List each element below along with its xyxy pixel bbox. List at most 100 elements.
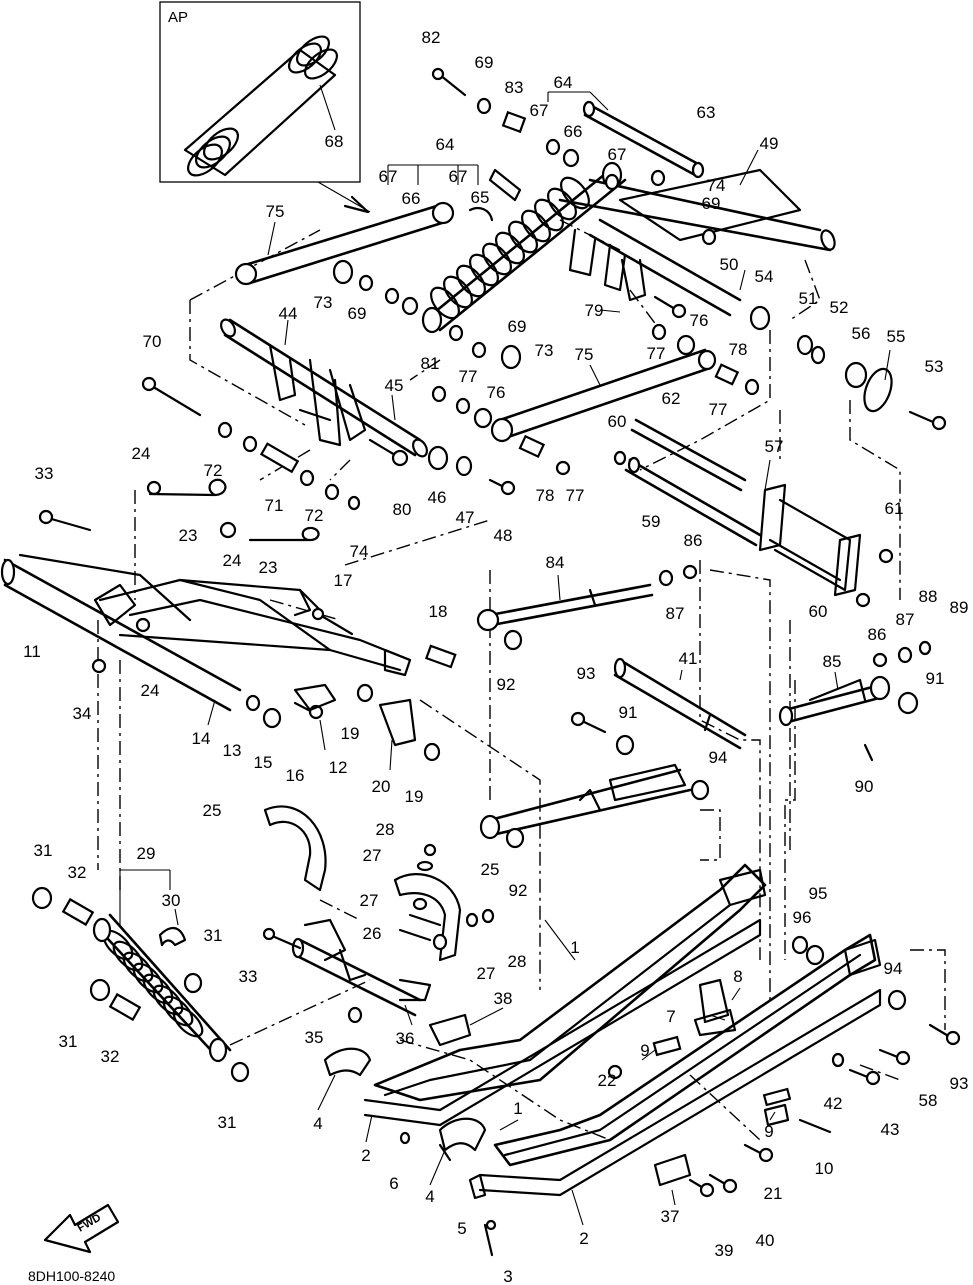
callout-2: 2 xyxy=(361,1146,370,1165)
callout-16: 16 xyxy=(286,766,305,785)
callout-42: 42 xyxy=(824,1094,843,1113)
callout-67: 67 xyxy=(608,145,627,164)
callout-87: 87 xyxy=(666,604,685,623)
callout-25: 25 xyxy=(481,860,500,879)
callout-80: 80 xyxy=(393,500,412,519)
callout-11: 11 xyxy=(23,642,41,661)
callout-56: 56 xyxy=(852,324,871,343)
callout-83: 83 xyxy=(505,78,524,97)
callout-38: 38 xyxy=(494,989,513,1008)
callout-43: 43 xyxy=(881,1120,900,1139)
callout-13: 13 xyxy=(223,741,242,760)
callout-28: 28 xyxy=(508,952,527,971)
callout-85: 85 xyxy=(823,652,842,671)
callout-93: 93 xyxy=(577,664,596,683)
callout-73: 73 xyxy=(314,293,333,312)
callout-1: 1 xyxy=(513,1099,522,1118)
stopper-straps-25 xyxy=(263,805,462,962)
slide-rails xyxy=(363,863,882,1197)
callout-6: 6 xyxy=(389,1174,398,1193)
callout-73: 73 xyxy=(535,341,554,360)
callout-57: 57 xyxy=(765,437,784,456)
callout-24: 24 xyxy=(132,444,151,463)
callout-53: 53 xyxy=(925,357,944,376)
bracket-57 xyxy=(758,483,862,597)
callout-8: 8 xyxy=(733,967,742,986)
shaft-41 xyxy=(613,657,747,750)
rear-upper-arm xyxy=(558,168,836,317)
callout-24: 24 xyxy=(223,551,242,570)
callout-82: 82 xyxy=(422,28,441,47)
callout-86: 86 xyxy=(684,531,703,550)
callout-69: 69 xyxy=(702,194,721,213)
link-75-middle xyxy=(490,348,717,443)
fwd-label: FWD xyxy=(76,1212,104,1235)
callout-69: 69 xyxy=(508,317,527,336)
callout-55: 55 xyxy=(887,327,906,346)
callout-9: 9 xyxy=(764,1122,773,1141)
callout-61: 61 xyxy=(885,499,904,518)
callout-19: 19 xyxy=(405,787,424,806)
callout-14: 14 xyxy=(192,729,211,748)
callout-10: 10 xyxy=(815,1159,834,1178)
callout-77: 77 xyxy=(566,486,585,505)
callout-21: 21 xyxy=(764,1184,783,1203)
callout-34: 34 xyxy=(73,704,92,723)
callout-24: 24 xyxy=(141,681,160,700)
callout-27: 27 xyxy=(360,891,379,910)
callout-22: 22 xyxy=(598,1071,617,1090)
drawing-code: 8DH100-8240 xyxy=(28,1268,115,1284)
callout-64: 64 xyxy=(436,135,455,154)
callout-69: 69 xyxy=(475,53,494,72)
callout-60: 60 xyxy=(809,602,828,621)
callout-72: 72 xyxy=(305,506,324,525)
callout-66: 66 xyxy=(564,122,583,141)
callout-27: 27 xyxy=(363,846,382,865)
callout-59: 59 xyxy=(642,512,661,531)
callout-2: 2 xyxy=(579,1229,588,1248)
callout-77: 77 xyxy=(647,344,666,363)
callout-67: 67 xyxy=(449,167,468,186)
callout-49: 49 xyxy=(760,134,779,153)
callout-17: 17 xyxy=(334,571,353,590)
callout-79: 79 xyxy=(585,301,604,320)
callout-67: 67 xyxy=(379,167,398,186)
callout-81: 81 xyxy=(421,354,440,373)
callout-65: 65 xyxy=(471,188,490,207)
callout-18: 18 xyxy=(429,602,448,621)
callout-1: 1 xyxy=(570,938,579,957)
hardware-parts xyxy=(31,67,961,1257)
callout-67: 67 xyxy=(530,101,549,120)
inset-label: AP xyxy=(168,9,188,26)
callout-32: 32 xyxy=(68,863,87,882)
callout-28: 28 xyxy=(376,820,395,839)
callout-7: 7 xyxy=(666,1007,675,1026)
callout-94: 94 xyxy=(709,748,728,767)
callout-31: 31 xyxy=(204,926,223,945)
callout-70: 70 xyxy=(143,332,162,351)
callout-77: 77 xyxy=(709,400,728,419)
callout-72: 72 xyxy=(204,461,223,480)
callout-5: 5 xyxy=(457,1219,466,1238)
callout-12: 12 xyxy=(329,758,348,777)
callout-69: 69 xyxy=(348,304,367,323)
callout-74: 74 xyxy=(707,176,726,195)
callout-29: 29 xyxy=(137,844,156,863)
callout-47: 47 xyxy=(456,508,475,527)
callout-91: 91 xyxy=(619,703,638,722)
callout-numbers: 1122344567899101112131415161718191920212… xyxy=(23,28,968,1285)
callout-32: 32 xyxy=(101,1047,120,1066)
front-arm-11 xyxy=(0,553,412,712)
callout-20: 20 xyxy=(372,777,391,796)
shaft-63 xyxy=(582,100,705,179)
callout-50: 50 xyxy=(720,255,739,274)
callout-51: 51 xyxy=(799,289,818,308)
callout-4: 4 xyxy=(313,1114,322,1133)
bellows-boot xyxy=(183,35,339,177)
front-arm-assembly xyxy=(220,318,428,458)
callout-68: 68 xyxy=(325,132,344,151)
bracket-85 xyxy=(778,675,891,727)
callout-60: 60 xyxy=(608,412,627,431)
callout-48: 48 xyxy=(494,526,513,545)
